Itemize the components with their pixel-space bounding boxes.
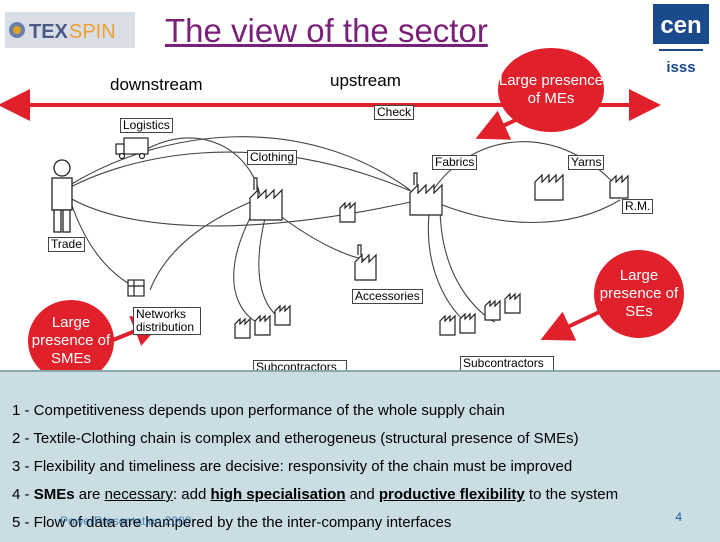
bullet-3: 3 - Flexibility and timeliness are decis… [12,458,573,475]
downstream-label: downstream [110,75,203,94]
svg-text:SPIN: SPIN [69,21,116,43]
rm-factory-icon [609,174,629,199]
page-title: The view of the sector [165,12,488,49]
truck-icon [115,137,149,160]
clothing-label: Clothing [247,150,298,165]
large-presence-smes-ellipse: Large presence of SMEs [28,300,114,382]
supply-chain-diagram [0,89,661,346]
bullet-5: 5 - Flow of data are hampered by the the… [12,514,452,531]
accessories-factory-icon [354,244,377,281]
subcontractor-fabrics-icons [439,292,521,336]
subcontractor-clothing-icons [234,304,291,339]
yarns-label: Yarns [568,155,605,170]
fabrics-factory-icon [409,172,443,216]
check-label: Check [374,105,415,120]
logistics-label: Logistics [120,118,173,133]
yarns-factory-icon [534,173,564,201]
cen-isss-logo: cen isss [653,4,709,76]
texspin-logo: TEX SPIN [5,12,135,48]
svg-text:cen: cen [660,12,701,39]
large-presence-ses-ellipse: Large presence of SEs [594,250,684,338]
rm-label: R.M. [622,199,654,214]
key-points-panel: 1 - Competitiveness depends upon perform… [0,370,720,542]
consumer-icon [51,159,73,233]
accessories-label: Accessories [352,289,423,304]
footer-watermark: PowerPresentation 2000 [60,514,192,528]
page-number: 4 [675,510,682,524]
svg-text:TEX: TEX [29,21,69,43]
bullet-1: 1 - Competitiveness depends upon perform… [12,402,505,419]
fabrics-label: Fabrics [432,155,478,170]
svg-text:isss: isss [666,59,695,76]
bullet-4: 4 - SMEs are necessary: add high special… [12,486,619,503]
trade-factory-icon [339,201,356,223]
bullet-2: 2 - Textile-Clothing chain is complex an… [12,430,579,447]
shop-icon [127,279,145,297]
upstream-label: upstream [330,71,401,90]
large-presence-mes-ellipse: Large presence of MEs [498,48,604,132]
clothing-factory-icon [249,177,283,221]
networks-distribution-label: Networks distribution [133,307,201,335]
trade-label: Trade [48,237,85,252]
